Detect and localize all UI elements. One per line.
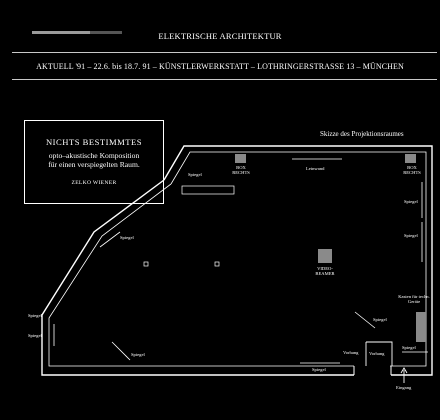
plan-title: Skizze des Projektionsraumes bbox=[320, 130, 404, 138]
vorhang-booth-top bbox=[366, 341, 393, 366]
outer-wall-diagonal bbox=[41, 179, 165, 350]
inner-wall bbox=[170, 151, 427, 367]
label-box-rechts-1: BOX RECHTS bbox=[232, 165, 250, 176]
marker-square-2 bbox=[214, 261, 220, 267]
label-spiegel-corner: Spiegel bbox=[402, 345, 416, 350]
label-spiegel-right-low: Spiegel bbox=[373, 317, 387, 322]
stairs bbox=[181, 185, 235, 195]
decorative-gray-bar bbox=[32, 31, 90, 34]
mirror-pillar bbox=[354, 311, 376, 329]
label-vorhang-2: Vorhang bbox=[369, 351, 385, 356]
info-box-line-1: opto–akustische Komposition bbox=[48, 151, 140, 160]
info-box: NICHTS BESTIMMTES opto–akustische Kompos… bbox=[24, 120, 164, 204]
header-subtitle: AKTUELL '91 – 22.6. bis 18.7. 91 – KÜNST… bbox=[36, 62, 404, 71]
mirror-bottom-diagonal bbox=[111, 341, 131, 361]
label-spiegel-left-upper: Spiegel bbox=[120, 235, 134, 240]
kasten-unit bbox=[416, 312, 426, 342]
label-spiegel-bottom-right: Spiegel bbox=[312, 367, 326, 372]
entrance-arrow-head bbox=[400, 367, 408, 374]
inner-wall-lower bbox=[48, 352, 354, 367]
info-box-heading: NICHTS BESTIMMTES bbox=[45, 137, 143, 147]
outer-wall-lower bbox=[41, 350, 354, 376]
decorative-dark-bar bbox=[90, 31, 122, 34]
info-box-author: ZELKO WIENER bbox=[71, 180, 117, 186]
header-rule-top bbox=[12, 52, 437, 53]
mirror-diagonal bbox=[99, 231, 121, 248]
label-spiegel-left-low: Spiegel bbox=[28, 333, 42, 338]
label-video-beamer: VIDEO- BEAMER bbox=[315, 266, 335, 277]
outer-wall bbox=[163, 145, 433, 376]
header-title: ELEKTRISCHE ARCHITEKTUR bbox=[158, 31, 282, 41]
label-vorhang-1: Vorhang bbox=[343, 350, 359, 355]
box-rechts-1-speaker bbox=[235, 154, 246, 163]
label-spiegel-top: Spiegel bbox=[188, 172, 202, 177]
label-eingang: Eingang bbox=[396, 385, 412, 390]
label-box-rechts-2: BOX RECHTS bbox=[403, 165, 421, 176]
label-spiegel-right-1: Spiegel bbox=[404, 199, 418, 204]
inner-wall-diagonal bbox=[48, 183, 172, 352]
label-spiegel-bottom-mid: Spiegel bbox=[131, 352, 145, 357]
info-box-line-2: für einen verspiegelten Raum. bbox=[48, 160, 140, 169]
marker-square-1 bbox=[143, 261, 149, 267]
label-leinwand: Leinwand bbox=[306, 166, 325, 171]
label-spiegel-right-2: Spiegel bbox=[404, 233, 418, 238]
header-rule-bottom bbox=[12, 79, 437, 80]
label-kasten: Kasten für techn. Geräte bbox=[398, 294, 430, 305]
video-beamer-unit bbox=[318, 249, 332, 263]
box-rechts-2-speaker bbox=[405, 154, 416, 163]
label-spiegel-left-mid: Spiegel bbox=[28, 313, 42, 318]
